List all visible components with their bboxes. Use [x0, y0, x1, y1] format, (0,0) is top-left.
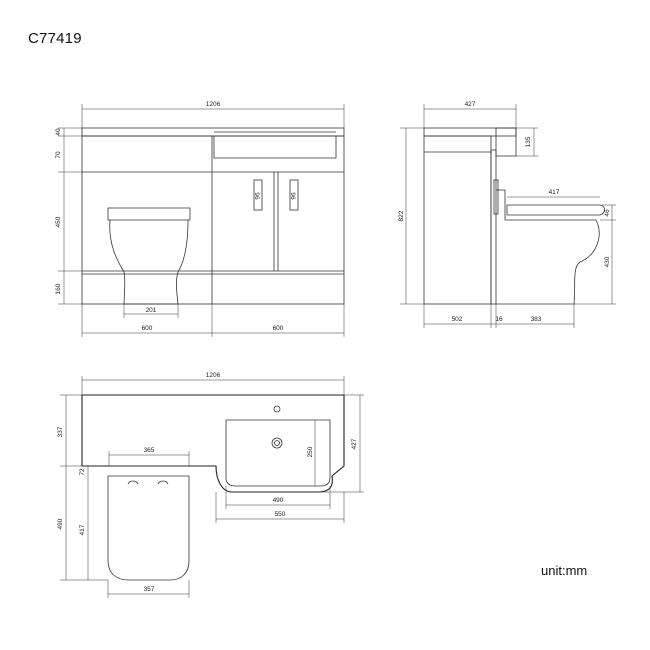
side-basin [495, 127, 517, 157]
side-worktop [423, 127, 517, 137]
front-toilet-pan [109, 219, 189, 305]
front-view: 96 96 1206 40 70 450 160 201 600 600 [55, 101, 345, 337]
front-basin-height: 70 [55, 151, 62, 159]
plan-basin-depth: 427 [351, 438, 358, 449]
door-handle-left [253, 179, 263, 211]
side-toilet-seat [506, 204, 605, 216]
plan-pan-width: 357 [144, 586, 155, 593]
front-cabinet [81, 135, 345, 305]
front-left-width: 600 [142, 325, 153, 332]
side-seat-length: 417 [549, 189, 560, 196]
front-right-width: 600 [273, 325, 284, 332]
plan-view: 1206 337 490 72 417 365 357 490 550 [57, 372, 364, 598]
unit-label: unit:mm [541, 563, 588, 578]
door-handle-right [289, 179, 299, 211]
side-gap: 16 [495, 316, 503, 323]
plan-offset: 72 [79, 468, 86, 476]
side-toilet-pan [496, 219, 600, 305]
side-overall-height: 822 [398, 210, 405, 221]
front-overall-width: 1206 [206, 101, 221, 108]
side-door [490, 149, 497, 305]
plan-cabinet-depth: 337 [57, 426, 64, 437]
side-basin-depth: 135 [525, 136, 532, 147]
side-seat-height: 46 [604, 209, 611, 217]
plan-toilet-seat [107, 475, 190, 581]
side-cabinet [423, 135, 492, 305]
front-toilet-seat [107, 207, 191, 221]
plan-cistern-width: 365 [144, 447, 155, 454]
front-plinth-height: 160 [55, 283, 62, 294]
plan-drain [271, 437, 283, 449]
plan-outline [81, 394, 345, 493]
plan-bowl-depth: 250 [307, 446, 314, 457]
handle-1-label: 96 [253, 192, 260, 200]
side-pan-height: 430 [604, 256, 611, 267]
side-handle [493, 179, 499, 215]
plan-basin-bowl [225, 419, 331, 487]
plan-pan-length: 417 [79, 524, 86, 535]
side-view: 427 135 822 417 46 430 502 16 383 [398, 101, 616, 328]
side-base-depth: 502 [452, 316, 463, 323]
plan-basin-inner-width: 490 [273, 497, 284, 504]
front-pan-width: 201 [146, 307, 157, 314]
front-basin [213, 136, 337, 159]
plan-basin-width: 550 [275, 511, 286, 518]
side-depth: 427 [465, 101, 476, 108]
plan-overall-width: 1206 [206, 372, 221, 379]
front-pan-height: 450 [55, 216, 62, 227]
side-pan-projection: 383 [531, 316, 542, 323]
handle-2-label: 96 [289, 192, 296, 200]
front-top-thickness: 40 [55, 128, 62, 136]
plan-pan-projection: 490 [57, 518, 64, 529]
plan-tap-hole [273, 405, 281, 413]
product-code: C77419 [28, 30, 82, 47]
